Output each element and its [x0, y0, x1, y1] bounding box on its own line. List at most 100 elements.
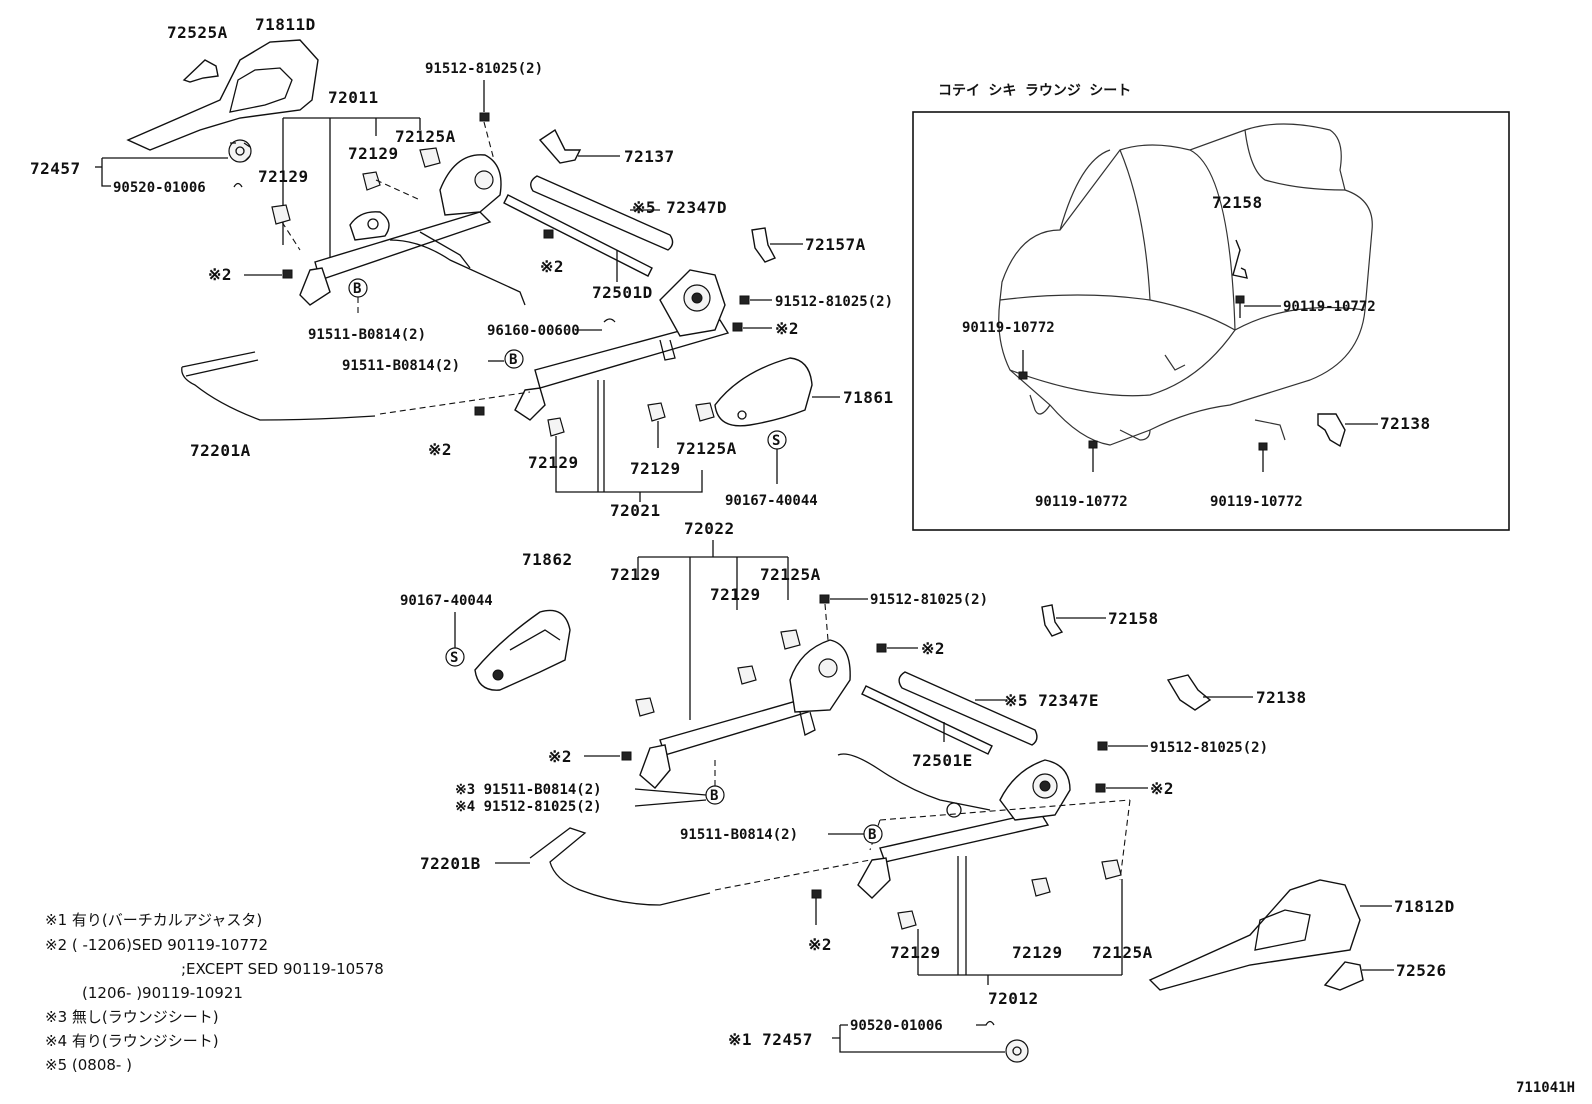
label-91511-a: 91511-B0814(2) [308, 327, 426, 343]
clip-72129 [737, 665, 757, 685]
label-90520-bot: 90520-01006 [850, 1018, 943, 1034]
upper-assembly: 72525A 71811D 72457 90520-01006 72011 72… [30, 15, 893, 520]
label-72129-mid-a: 72129 [528, 453, 579, 472]
clip-72129 [647, 402, 666, 422]
clip-72125A [695, 402, 715, 422]
bolt-icon [621, 751, 632, 761]
drawing-id: 711041H [1516, 1080, 1575, 1096]
clip-72125A [1101, 859, 1122, 880]
lower-assembly: 72022 71862 72129 72129 72125A 90167-400… [400, 519, 1455, 1063]
label-72157A: 72157A [805, 235, 866, 254]
note-2c: (1206- )90119-10921 [82, 984, 243, 1002]
label-star2-f: ※2 [1150, 779, 1174, 798]
inset-label-bolt-bottom-left: 90119-10772 [1035, 494, 1128, 510]
bolt-icon [474, 406, 485, 416]
label-72347E: ※5 72347E [1004, 691, 1099, 710]
inset-title: コテイ シキ ラウンジ シート [938, 83, 1131, 99]
label-91511-c: 91511-B0814(2) [680, 827, 798, 843]
label-90520-top: 90520-01006 [113, 180, 206, 196]
shield-71811D [126, 39, 319, 151]
inset-label-72138: 72138 [1380, 414, 1431, 433]
circle-b-text: B [353, 281, 361, 297]
label-72457-top: 72457 [30, 159, 81, 178]
bolt-icon [1095, 783, 1106, 793]
circle-b-text: B [710, 788, 718, 804]
clip-72125A [780, 629, 801, 650]
seat-track-72011 [314, 211, 492, 281]
label-star2-b: ※2 [540, 257, 564, 276]
note-5: ※5 (0808- ) [45, 1056, 132, 1074]
clip-72129 [547, 417, 565, 437]
label-71862: 71862 [522, 550, 573, 569]
inset-label-bolt-right: 90119-10772 [1283, 299, 1376, 315]
wire-72201B [529, 827, 711, 906]
inset-lounge-seat: コテイ シキ ラウンジ シート 72158 90119-10772 9011 [912, 83, 1510, 531]
label-91511-b: 91511-B0814(2) [342, 358, 460, 374]
label-71812D: 71812D [1394, 897, 1455, 916]
clip-72129 [1031, 877, 1051, 897]
label-72012: 72012 [988, 989, 1039, 1008]
label-72501E: 72501E [912, 751, 973, 770]
bracket-72138-inset [1317, 413, 1346, 448]
bolt-icon [479, 112, 490, 122]
label-star2-d: ※2 [428, 440, 452, 459]
label-91512-mid: 91512-81025(2) [775, 294, 893, 310]
footnotes: ※1 有り(バーチカルアジャスタ) ※2 ( -1206)SED 90119-1… [45, 911, 384, 1074]
tube-72347D [530, 175, 674, 251]
note-1: ※1 有り(バーチカルアジャスタ) [45, 911, 262, 929]
circle-b-text: B [868, 827, 876, 843]
label-72526: 72526 [1396, 961, 1447, 980]
label-91512-star4: ※4 91512-81025(2) [455, 799, 602, 815]
bolt-icon [543, 229, 554, 239]
shield-71812D [1148, 879, 1361, 991]
bracket-72138 [1166, 674, 1212, 711]
label-72525A: 72525A [167, 23, 228, 42]
bolt-icon [819, 594, 830, 604]
label-90167-a: 90167-40044 [725, 493, 818, 509]
label-90167-b: 90167-40044 [400, 593, 493, 609]
clip-72129 [362, 171, 381, 191]
circle-s-ref [445, 647, 465, 667]
clip-72129 [897, 910, 917, 930]
label-91512-low-a: 91512-81025(2) [870, 592, 988, 608]
bolt-icon [1097, 741, 1108, 751]
label-star2-c: ※2 [775, 319, 799, 338]
knob-72457 [1005, 1039, 1029, 1063]
bracket-72157A [751, 227, 776, 263]
label-72125A-low: 72125A [760, 565, 821, 584]
bolt-icon [811, 889, 822, 899]
note-2: ※2 ( -1206)SED 90119-10772 [45, 936, 268, 954]
label-72129-low-a: 72129 [610, 565, 661, 584]
label-91512-low-b: 91512-81025(2) [1150, 740, 1268, 756]
label-star2-h: ※2 [808, 935, 832, 954]
clip-72129 [635, 697, 655, 717]
note-4: ※4 有り(ラウンジシート) [45, 1032, 219, 1050]
label-72201A: 72201A [190, 441, 251, 460]
inset-label-bolt-bottom-right: 90119-10772 [1210, 494, 1303, 510]
label-72158: 72158 [1108, 609, 1159, 628]
label-72021: 72021 [610, 501, 661, 520]
label-72137: 72137 [624, 147, 675, 166]
recliner-hinge [789, 639, 851, 713]
label-72201B: 72201B [420, 854, 481, 873]
circle-b-ref [504, 349, 524, 369]
clip-72129 [271, 204, 291, 225]
label-72129-mid-b: 72129 [630, 459, 681, 478]
recliner-hinge [439, 154, 502, 216]
label-72129-bot-b: 72129 [1012, 943, 1063, 962]
label-72125A-bot: 72125A [1092, 943, 1153, 962]
seat-track-72021 [534, 319, 730, 389]
cover-72526 [1323, 961, 1364, 991]
bolt-icon [282, 269, 293, 279]
circle-s-text: S [772, 433, 780, 449]
label-star2-g: ※2 [548, 747, 572, 766]
circle-b-text: B [509, 352, 517, 368]
inset-bolt-icon [1018, 295, 1268, 472]
knob-72457 [228, 139, 252, 163]
label-91512-top: 91512-81025(2) [425, 61, 543, 77]
label-72022: 72022 [684, 519, 735, 538]
bolt-icon [876, 643, 887, 653]
label-star2-e: ※2 [921, 639, 945, 658]
